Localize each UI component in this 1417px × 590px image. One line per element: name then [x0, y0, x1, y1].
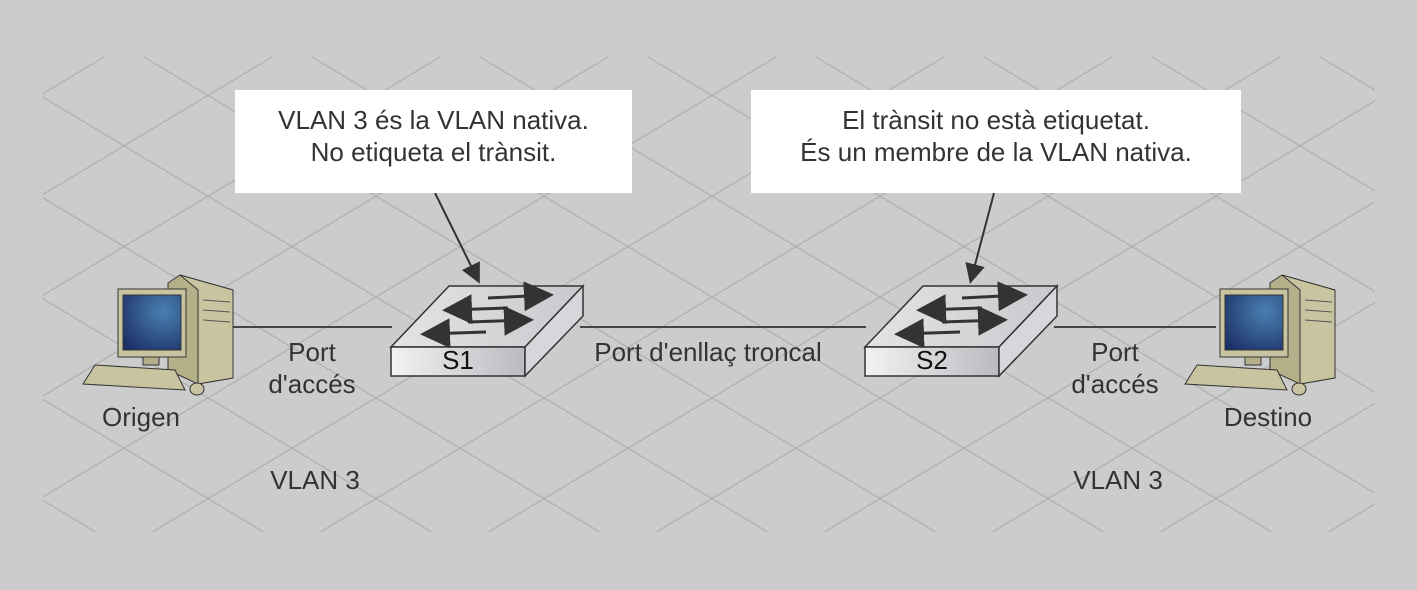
port-label-line: Port — [288, 337, 336, 367]
switch-s1-icon[interactable] — [389, 281, 585, 378]
grid-line — [1159, 402, 1375, 532]
grid-line — [43, 57, 273, 195]
vlan-right-label: VLAN 3 — [1073, 465, 1163, 495]
trunk-port-label: Port d'enllaç troncal — [594, 337, 822, 367]
callout-line: VLAN 3 és la VLAN nativa. — [278, 105, 589, 135]
callout-line: No etiqueta el trànsit. — [310, 137, 557, 167]
grid-line — [43, 298, 433, 532]
callout-arrow-right — [965, 192, 995, 284]
destino-label: Destino — [1223, 402, 1313, 432]
port-label-line: Port — [1091, 337, 1139, 367]
switch-s2-label: S2 — [916, 345, 948, 375]
grid-line — [991, 301, 1375, 532]
callout-native-vlan-s2: El trànsit no està etiquetat. És un memb… — [751, 90, 1241, 193]
port-label-line: d'accés — [268, 369, 356, 399]
grid-line — [43, 57, 777, 498]
grid-line — [1151, 57, 1375, 192]
callout-arrow-left — [434, 192, 480, 284]
computer-destino-icon[interactable] — [1184, 274, 1336, 396]
switch-s2-icon[interactable] — [863, 281, 1059, 378]
switch-s1-label: S1 — [442, 345, 474, 375]
origen-label: Origen — [101, 402, 181, 432]
grid-line — [43, 499, 97, 532]
grid-line — [43, 57, 105, 95]
access-port-left-label: Port d'accés — [268, 337, 355, 399]
callout-line: El trànsit no està etiquetat. — [842, 105, 1150, 135]
callout-line: És un membre de la VLAN nativa. — [800, 137, 1192, 167]
computer-origen-icon[interactable] — [82, 274, 234, 396]
grid-line — [43, 399, 265, 532]
access-port-right-label: Port d'accés — [1071, 337, 1158, 399]
callout-native-vlan-s1: VLAN 3 és la VLAN nativa. No etiqueta el… — [235, 90, 632, 193]
vlan-left-label: VLAN 3 — [270, 465, 360, 495]
grid-line — [823, 201, 1375, 532]
port-label-line: d'accés — [1071, 369, 1159, 399]
